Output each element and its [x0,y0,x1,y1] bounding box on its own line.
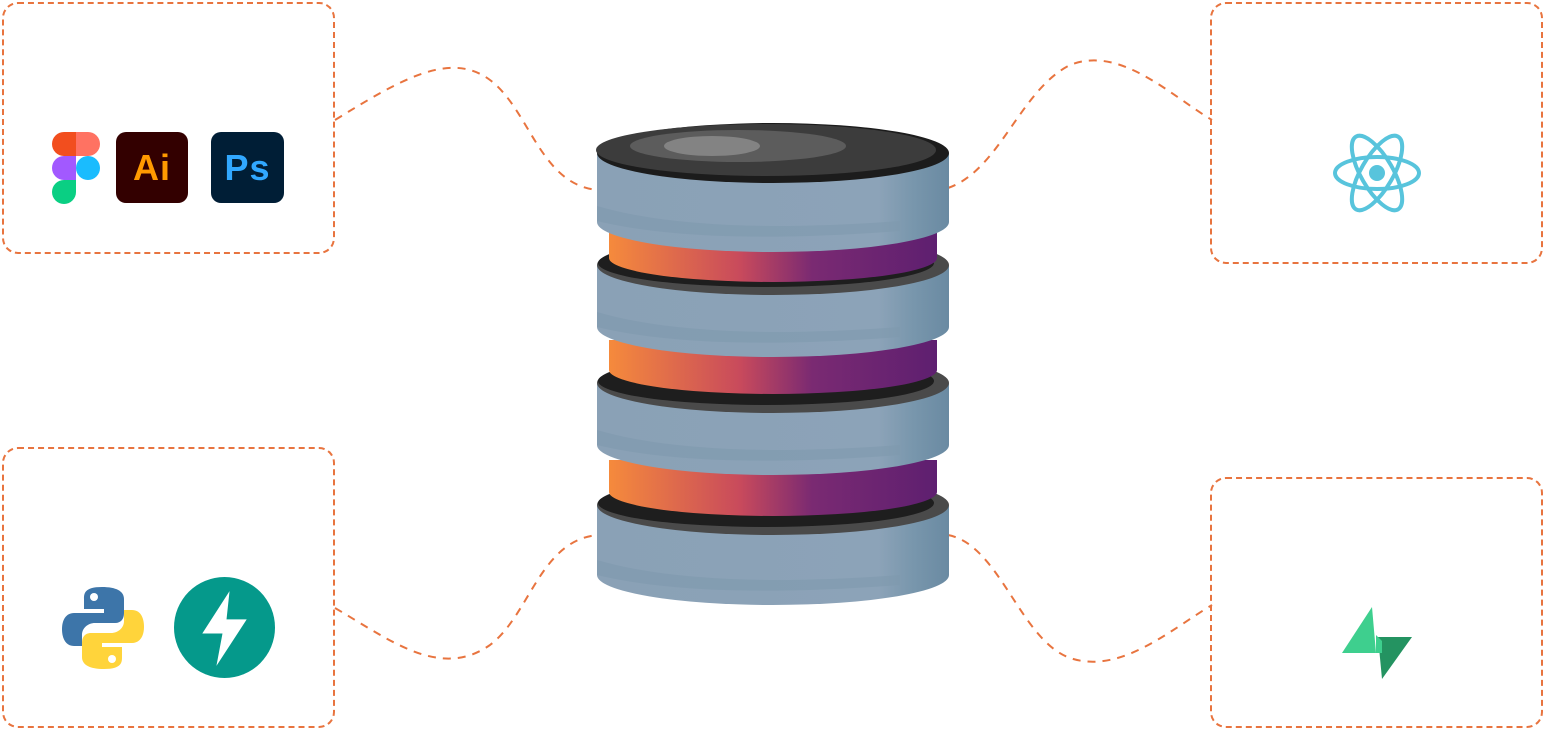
connector-backend [334,534,599,660]
react-icon [1333,133,1421,213]
database-service-group [1210,477,1543,728]
design-tools-group [2,2,335,254]
photoshop-label: Ps [224,146,271,188]
adobe-photoshop-icon: Ps [211,132,284,203]
frontend-group [1210,2,1543,264]
adobe-illustrator-icon: Ai [116,132,188,203]
figma-icon [52,132,100,204]
illustrator-label: Ai [133,146,171,188]
connector-frontend [947,59,1213,189]
connector-database-service [947,534,1213,663]
python-icon [62,587,144,669]
fastapi-icon [174,577,275,678]
database-disk-1 [596,123,949,252]
connector-design-tools [334,66,599,191]
database-band-3 [609,460,937,516]
supabase-icon [1342,607,1412,679]
backend-group [2,447,335,728]
database-stack [596,123,949,605]
